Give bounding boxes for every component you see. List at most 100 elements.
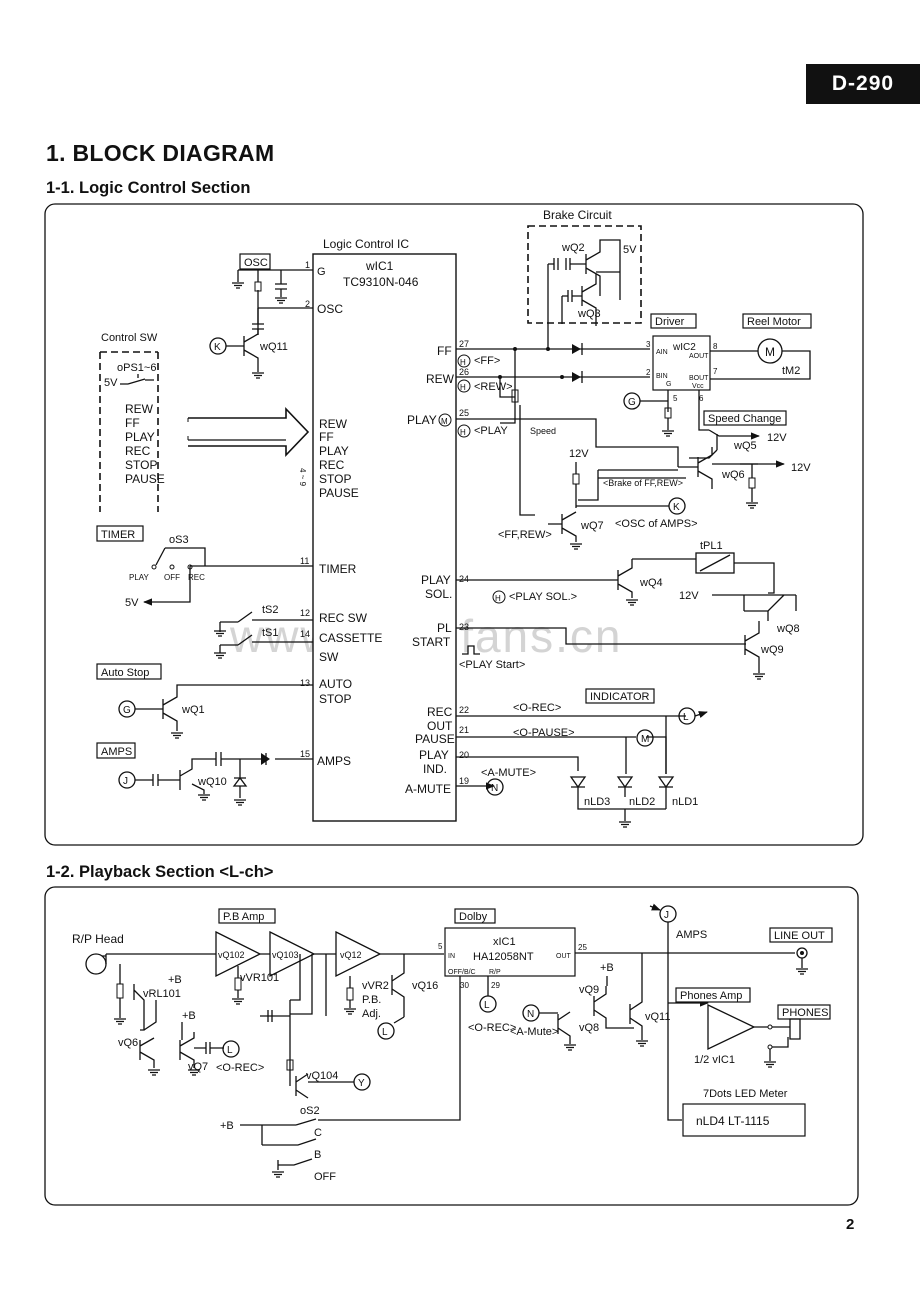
svg-text:<O-PAUSE>: <O-PAUSE> — [513, 727, 575, 739]
ic-pin-cassette: CASSETTE — [319, 631, 382, 645]
ic-out-out: OUT — [427, 719, 453, 733]
svg-text:19: 19 — [459, 776, 469, 786]
driver-label: Driver — [655, 316, 685, 328]
svg-text:<A-MUTE>: <A-MUTE> — [481, 767, 536, 779]
svg-text:vQ103: vQ103 — [272, 950, 299, 960]
svg-text:vQ104: vQ104 — [306, 1070, 338, 1082]
svg-text:<REW>: <REW> — [474, 381, 513, 393]
svg-text:5: 5 — [673, 394, 678, 403]
svg-text:L: L — [683, 712, 689, 723]
svg-text:IN: IN — [448, 953, 455, 960]
svg-text:Adj.: Adj. — [362, 1008, 381, 1020]
svg-text:<O-REC>: <O-REC> — [468, 1022, 516, 1034]
svg-text:22: 22 — [459, 705, 469, 715]
ic-out-playsol: PLAY — [421, 573, 451, 587]
auto-stop-label: Auto Stop — [101, 667, 149, 679]
led-meter-box — [682, 1103, 806, 1137]
svg-text:Speed: Speed — [530, 426, 556, 436]
svg-text:23: 23 — [459, 622, 469, 632]
svg-text:25: 25 — [459, 408, 469, 418]
logic-section-frame — [44, 203, 864, 846]
svg-text:vQ16: vQ16 — [412, 980, 438, 992]
svg-text:wQ2: wQ2 — [561, 242, 585, 254]
svg-text:vQ6: vQ6 — [118, 1037, 138, 1049]
svg-text:5V: 5V — [104, 377, 118, 389]
svg-text:H: H — [495, 594, 501, 603]
ic-out-pl: PL — [437, 621, 452, 635]
playback-section-frame — [44, 886, 859, 1206]
svg-text:12V: 12V — [767, 432, 787, 444]
svg-text:K: K — [214, 342, 221, 353]
svg-text:20: 20 — [459, 750, 469, 760]
svg-text:nLD3: nLD3 — [584, 796, 610, 808]
ic-out-play: PLAY — [407, 413, 437, 427]
svg-text:tS2: tS2 — [262, 604, 279, 616]
svg-text:wQ10: wQ10 — [197, 776, 227, 788]
svg-text:oS2: oS2 — [300, 1105, 320, 1117]
svg-text:5: 5 — [438, 942, 443, 951]
svg-text:+B: +B — [220, 1120, 234, 1132]
svg-text:<PLAY SOL.>: <PLAY SOL.> — [509, 591, 577, 603]
svg-text:H: H — [460, 428, 466, 437]
page-number: 2 — [846, 1216, 855, 1233]
svg-text:tPL1: tPL1 — [700, 540, 723, 552]
svg-text:PAUSE: PAUSE — [125, 472, 165, 486]
svg-text:3: 3 — [646, 340, 651, 349]
control-sw-label: Control SW — [101, 332, 158, 344]
svg-text:2: 2 — [646, 368, 651, 377]
svg-text:oPS1~6: oPS1~6 — [117, 362, 156, 374]
svg-text:29: 29 — [491, 981, 500, 990]
connector-m-ic: M — [441, 417, 448, 426]
svg-text:OFF: OFF — [314, 1171, 336, 1183]
timer-label: TIMER — [101, 529, 135, 541]
svg-text:+B: +B — [182, 1010, 196, 1022]
logic-ic-title: Logic Control IC — [323, 237, 409, 251]
svg-text:HA12058NT: HA12058NT — [473, 951, 534, 963]
svg-text:nLD2: nLD2 — [629, 796, 655, 808]
svg-text:AIN: AIN — [656, 349, 668, 356]
svg-text:11: 11 — [300, 556, 309, 566]
svg-text:G: G — [628, 397, 636, 408]
svg-text:L: L — [484, 1000, 490, 1011]
svg-text:<FF,REW>: <FF,REW> — [498, 529, 552, 541]
svg-text:PLAY: PLAY — [125, 430, 155, 444]
svg-text:12V: 12V — [569, 448, 589, 460]
svg-text:L: L — [382, 1027, 388, 1038]
svg-text:<PLAY: <PLAY — [474, 425, 508, 437]
svg-text:vQ9: vQ9 — [579, 984, 599, 996]
svg-text:wQ1: wQ1 — [181, 704, 205, 716]
svg-text:M: M — [641, 734, 649, 745]
subsection-playback-title: 1-2. Playback Section <L-ch> — [46, 863, 274, 881]
svg-text:6: 6 — [699, 394, 704, 403]
ic-pin-osc: OSC — [317, 302, 343, 316]
svg-text:OFF: OFF — [164, 573, 180, 582]
svg-text:G: G — [123, 705, 131, 716]
logic-ic-box — [312, 253, 457, 822]
reel-motor-label: Reel Motor — [747, 316, 801, 328]
svg-text:vQ11: vQ11 — [645, 1011, 670, 1023]
logic-ic-ref: wIC1 — [365, 259, 394, 273]
svg-text:12V: 12V — [679, 590, 699, 602]
ic-out-start: START — [412, 635, 451, 649]
svg-text:H: H — [460, 358, 466, 367]
svg-text:27: 27 — [459, 339, 469, 349]
rp-head-symbol — [85, 953, 107, 975]
svg-text:vQ7: vQ7 — [188, 1061, 208, 1073]
svg-text:30: 30 — [460, 981, 469, 990]
svg-text:<FF>: <FF> — [474, 355, 500, 367]
svg-text:oS3: oS3 — [169, 534, 189, 546]
svg-text:PLAY: PLAY — [129, 573, 150, 582]
logic-ic-part: TC9310N-046 — [343, 275, 419, 289]
svg-text:AMPS: AMPS — [676, 929, 707, 941]
svg-text:12: 12 — [300, 608, 310, 618]
ic-out-playind: PLAY — [419, 748, 449, 762]
svg-text:C: C — [314, 1127, 322, 1139]
svg-text:15: 15 — [300, 749, 310, 759]
svg-text:FF: FF — [125, 416, 140, 430]
brake-circuit-label: Brake Circuit — [543, 208, 612, 222]
dolby-ic-box — [444, 927, 576, 977]
svg-text:7: 7 — [713, 367, 718, 376]
ic-out-pause: PAUSE — [415, 732, 455, 746]
svg-text:1/2 vIC1: 1/2 vIC1 — [694, 1054, 735, 1066]
